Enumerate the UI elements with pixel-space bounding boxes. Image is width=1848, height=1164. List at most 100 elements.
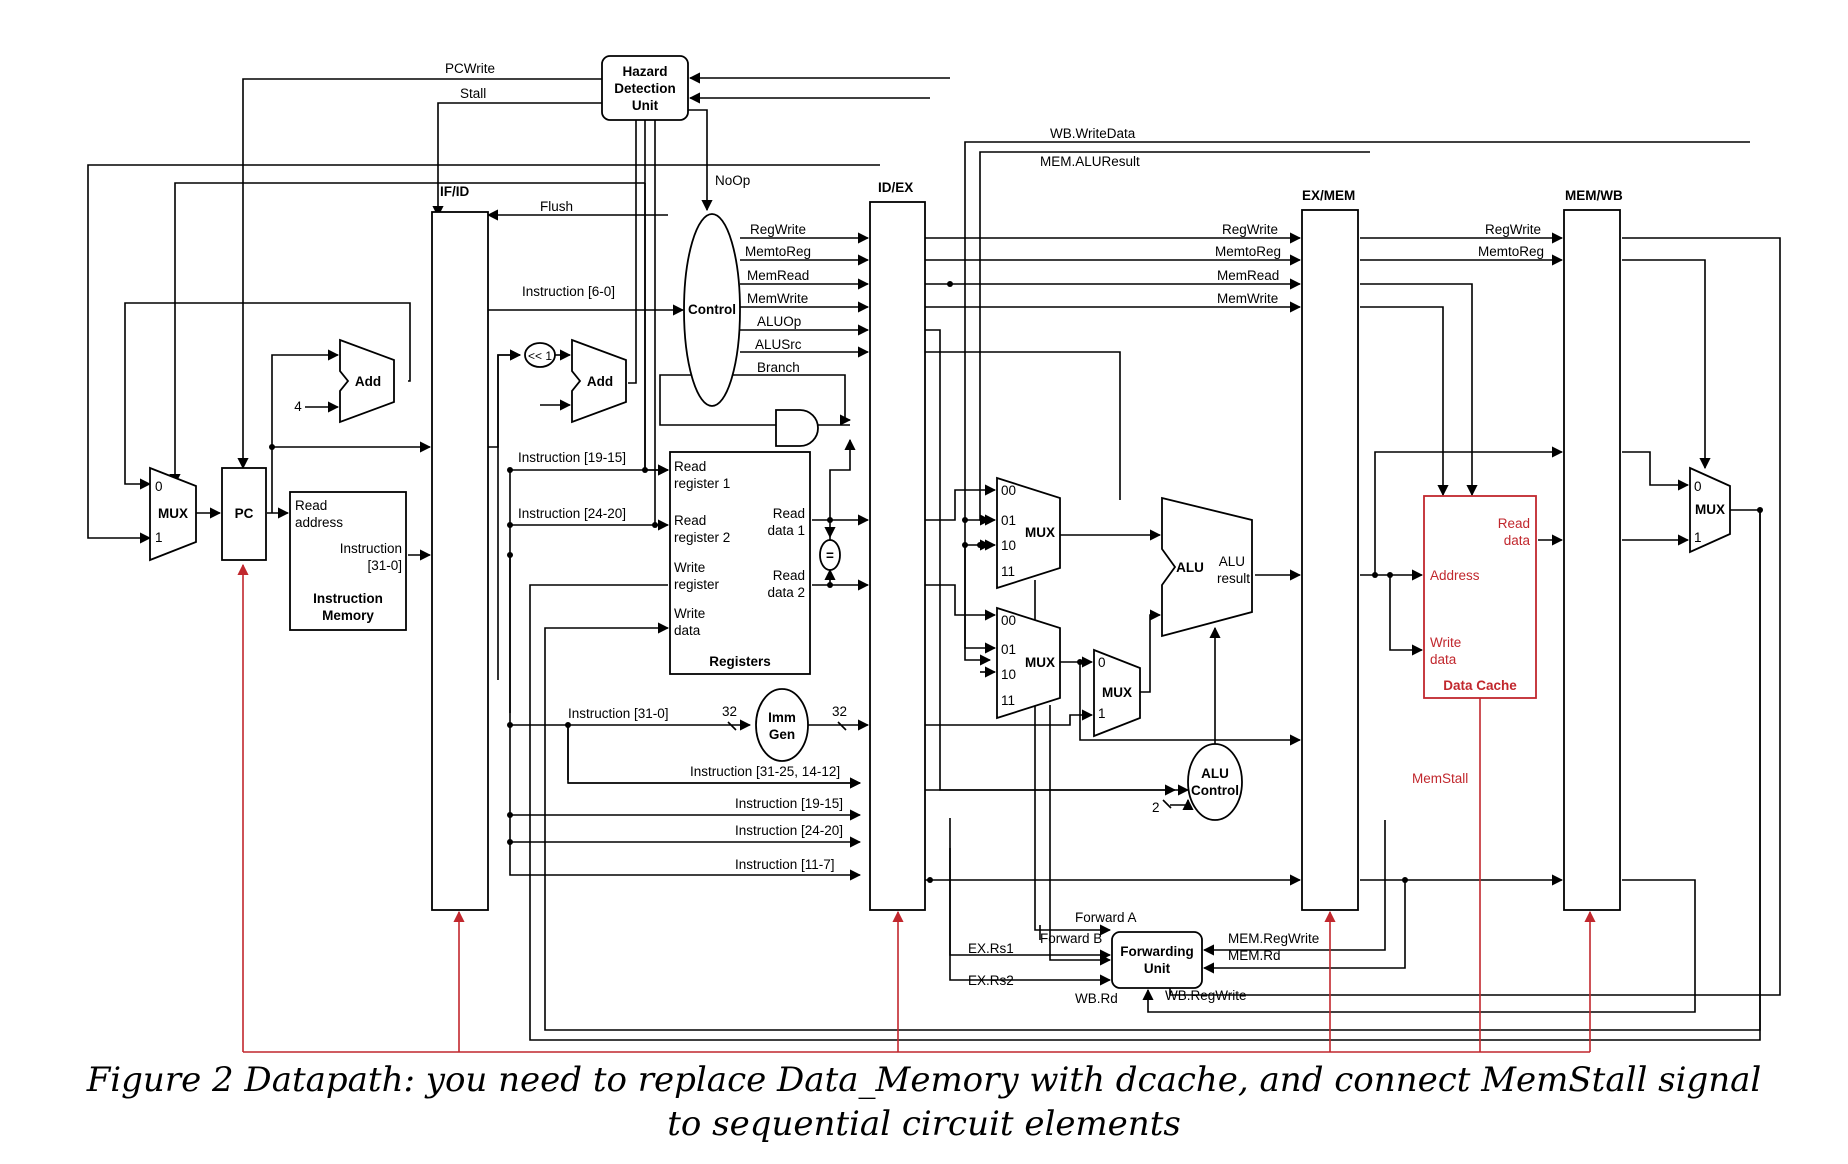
pc-mux-in1: 1 [155, 530, 163, 545]
hazard-detection-unit [601, 55, 689, 121]
control-label: Control [688, 302, 736, 317]
instr-19-15-label-a: Instruction [19-15] [518, 450, 626, 465]
instr-31-0-label: Instruction [31-0] [568, 706, 669, 721]
instr-6-0-label: Instruction [6-0] [522, 284, 615, 299]
aluctl-label-1: ALU [1201, 766, 1229, 781]
alusrc-mux-label: MUX [1102, 685, 1132, 700]
forward-mux-a [996, 476, 1061, 590]
data-cache [1423, 495, 1537, 699]
fmux-b-00: 00 [1001, 613, 1016, 628]
mem-regwrite-label: MEM.RegWrite [1228, 931, 1319, 946]
rr1-b: register 1 [674, 476, 730, 491]
ex-rs2-label: EX.Rs2 [968, 973, 1014, 988]
rd1-a: Read [773, 506, 805, 521]
alu-result-1: ALU [1219, 554, 1245, 569]
imm-out-bits: 32 [832, 704, 847, 719]
if-id-label: IF/ID [440, 184, 469, 199]
mem-wb-label: MEM/WB [1565, 188, 1623, 203]
mem-regwrite-wire-label: RegWrite [1485, 222, 1541, 237]
pc-mux [149, 466, 197, 562]
flush-label: Flush [540, 199, 573, 214]
wire-labels: PCWrite Stall NoOp WB.WriteData MEM.ALUR… [440, 61, 1623, 1006]
alu-label: ALU [1176, 560, 1204, 575]
hazard-label-2: Detection [614, 81, 676, 96]
rd2-b: data 2 [767, 585, 805, 600]
instr-31-25-label: Instruction [31-25, 14-12] [690, 764, 840, 779]
ex-regwrite-label: RegWrite [1222, 222, 1278, 237]
if-id-register [431, 211, 489, 911]
pc-register [221, 467, 267, 561]
alusrc-mux [1093, 648, 1141, 738]
figure-caption: Figure 2 Datapath: you need to replace D… [0, 1058, 1848, 1146]
id-ex-register [869, 201, 926, 911]
imm-gen [755, 688, 809, 762]
wb-rd-label: WB.Rd [1075, 991, 1118, 1006]
imm-label-2: Gen [769, 727, 795, 742]
register-file [669, 451, 811, 675]
hazard-label-3: Unit [632, 98, 659, 113]
fmux-b-label: MUX [1025, 655, 1055, 670]
adder2-label: Add [587, 374, 613, 389]
writeback-mux [1689, 466, 1731, 554]
data-cache-title: Data Cache [1443, 678, 1517, 693]
shift-left-1 [524, 342, 556, 368]
ctl-regwrite-label: RegWrite [750, 222, 806, 237]
wb-mux-in1: 1 [1694, 530, 1702, 545]
imm-label-1: Imm [768, 710, 796, 725]
fmux-b-10: 10 [1001, 667, 1016, 682]
forward-a-label: Forward A [1075, 910, 1137, 925]
instr-24-20-label-a: Instruction [24-20] [518, 506, 626, 521]
imem-instr-2: [31-0] [367, 558, 402, 573]
hazard-label-1: Hazard [622, 64, 667, 79]
forward-b-label: Forward B [1040, 931, 1102, 946]
imem-read-2: address [295, 515, 343, 530]
alusrc-in0: 0 [1098, 655, 1106, 670]
ex-memtoreg-label: MemtoReg [1215, 244, 1281, 259]
control-unit [683, 213, 741, 407]
ctl-memread-label: MemRead [747, 268, 809, 283]
adder1-label: Add [355, 374, 381, 389]
aluctl-label-2: Control [1191, 783, 1239, 798]
ex-memwrite-label: MemWrite [1217, 291, 1278, 306]
instr-24-20-label-b: Instruction [24-20] [735, 823, 843, 838]
wb-writedata-label: WB.WriteData [1050, 126, 1136, 141]
dcache-read-1: Read [1498, 516, 1530, 531]
aluctl-bits: 2 [1152, 800, 1160, 815]
equal-comparator [819, 539, 841, 571]
fmux-a-10: 10 [1001, 538, 1016, 553]
eq-label: = [826, 548, 834, 563]
const-four: 4 [294, 399, 302, 414]
instruction-memory [289, 491, 407, 631]
forward-mux-b [996, 606, 1061, 720]
instr-11-7-label: Instruction [11-7] [735, 857, 835, 872]
wb-mux-label: MUX [1695, 502, 1725, 517]
ex-mem-register [1301, 209, 1359, 911]
dcache-address: Address [1430, 568, 1480, 583]
imm-in-bits: 32 [722, 704, 737, 719]
fmux-b-11: 11 [1001, 693, 1015, 708]
mem-rd-label: MEM.Rd [1228, 948, 1281, 963]
rd2-a: Read [773, 568, 805, 583]
pc-adder [339, 338, 395, 424]
fmux-a-00: 00 [1001, 483, 1016, 498]
memstall-label: MemStall [1412, 771, 1468, 786]
alu-control [1187, 743, 1243, 821]
ex-mem-label: EX/MEM [1302, 188, 1355, 203]
datapath-diagram: Hazard Detection Unit PC MUX 0 1 Add 4 R… [87, 55, 1781, 1053]
wr-b: register [674, 577, 720, 592]
imem-read-1: Read [295, 498, 327, 513]
ctl-memtoreg-label: MemtoReg [745, 244, 811, 259]
fwd-label-1: Forwarding [1120, 944, 1194, 959]
ctl-memwrite-label: MemWrite [747, 291, 808, 306]
wr-a: Write [674, 560, 705, 575]
mem-wb-register [1563, 209, 1621, 911]
ctl-aluop-label: ALUOp [757, 314, 801, 329]
dcache-write-1: Write [1430, 635, 1461, 650]
dcache-write-2: data [1430, 652, 1457, 667]
fmux-a-label: MUX [1025, 525, 1055, 540]
wd-b: data [674, 623, 701, 638]
ex-rs1-label: EX.Rs1 [968, 941, 1014, 956]
fmux-b-01: 01 [1001, 642, 1016, 657]
branch-adder [571, 338, 627, 424]
junction-dots [269, 281, 1763, 883]
